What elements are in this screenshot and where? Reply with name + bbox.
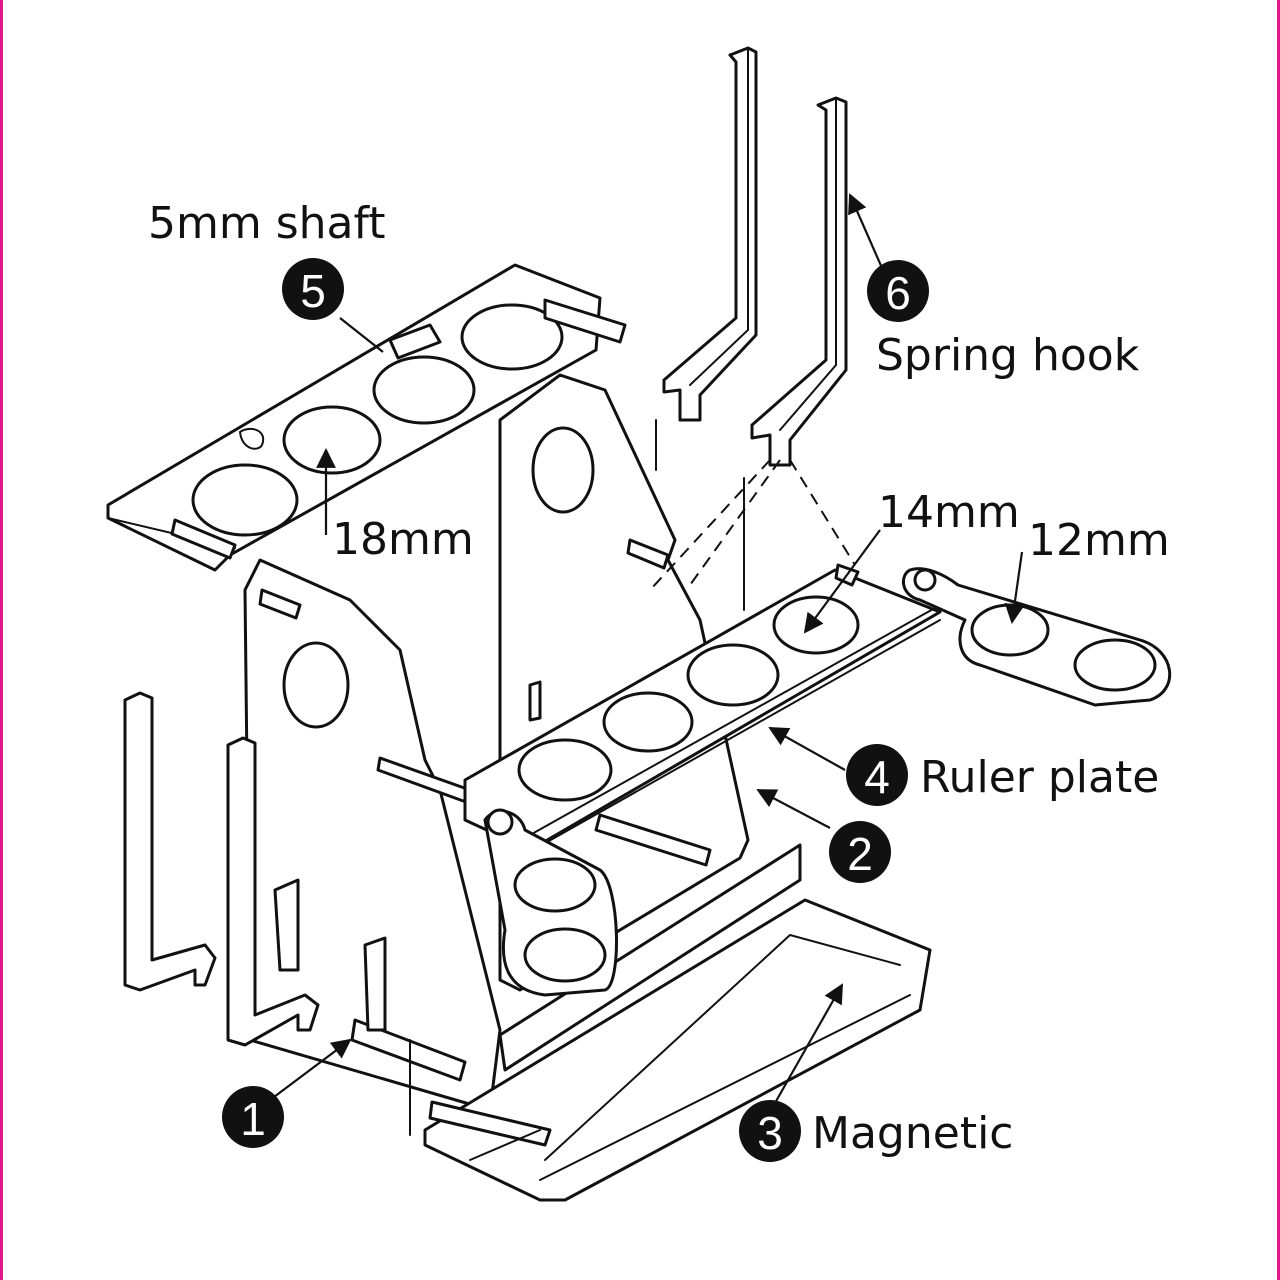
callout-label: 5mm shaft [148,198,385,249]
callout-badge [829,821,891,883]
callout-label: Magnetic [812,1108,1013,1159]
callout-1: 1 [222,1086,284,1148]
magnetic-tray [423,843,932,1202]
callout-number: 5 [300,265,326,317]
callout-number: 6 [885,267,911,319]
dimension-label-12mm: 12mm [1028,515,1170,566]
callout-label: Spring hook [876,330,1140,381]
callout-number: 3 [757,1107,783,1159]
callout-3: 3 Magnetic [739,1100,1013,1162]
spring-hook-right [743,96,848,611]
callout-2: 2 [829,821,891,883]
lower-hook-left [123,691,217,992]
leader-lines [269,193,1025,1104]
callout-badge [867,260,929,322]
callout-badge [222,1086,284,1148]
callout-badge [282,258,344,320]
pivot-arm-right [901,567,1172,707]
dimension-label-14mm: 14mm [878,487,1020,538]
back-side-panel [498,373,750,992]
callout-badge [846,744,908,806]
dimension-label-18mm: 18mm [332,514,474,565]
pivot-arm-left [483,808,618,997]
spring-hook-left [655,46,758,471]
callout-number: 2 [847,828,873,880]
callout-badge [739,1100,801,1162]
callout-4: 4 Ruler plate [846,744,1159,806]
callout-number: 4 [864,751,890,803]
lower-hook-right [226,736,411,1136]
top-hole-plate [106,263,627,572]
lower-cross-plate [350,813,712,1082]
callout-6: 6 Spring hook [867,260,1140,381]
callout-5: 5 5mm shaft [148,198,385,320]
front-side-panel [243,558,502,1112]
assembly-guide-lines [649,459,856,591]
callout-label: Ruler plate [920,752,1159,803]
callout-number: 1 [240,1093,266,1145]
